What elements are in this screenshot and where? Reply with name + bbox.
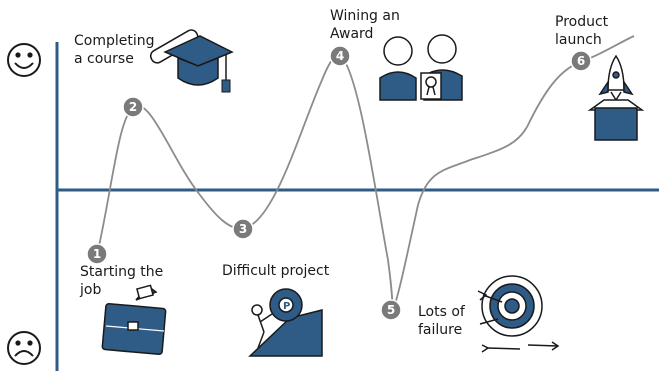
milestone-5-label: Lots of failure [418,304,469,338]
milestone-3-label: Difficult project [222,263,330,279]
milestone-5-number: 5 [387,303,395,317]
graduation-cap-icon [149,29,234,93]
award-handshake-icon [379,34,463,101]
milestone-3-marker: 3 [232,218,254,240]
milestone-6-marker: 6 [570,50,592,72]
milestone-1-number: 1 [93,247,101,261]
milestone-5-marker: 5 [380,299,402,321]
milestone-4-number: 4 [336,49,344,63]
milestone-1-label: Starting the job [79,264,168,298]
svg-text:P: P [283,301,290,312]
briefcase-icon [101,284,167,356]
sad-face-icon [7,331,41,365]
happy-face-icon [7,43,41,77]
milestone-3-number: 3 [239,222,247,236]
journey-curve [96,35,635,313]
uphill-gear-icon: P [248,288,323,357]
milestone-6-label: Product launch [555,14,613,48]
milestone-4-label: Wining an Award [330,8,404,42]
missed-target-icon [477,275,560,353]
milestone-4-marker: 4 [329,45,351,67]
milestone-1-marker: 1 [86,243,108,265]
milestone-2-label: Completing a course [74,33,159,67]
milestone-2-marker: 2 [122,96,144,118]
milestone-6-number: 6 [577,54,585,68]
rocket-box-icon [587,54,645,141]
milestone-2-number: 2 [129,100,137,114]
